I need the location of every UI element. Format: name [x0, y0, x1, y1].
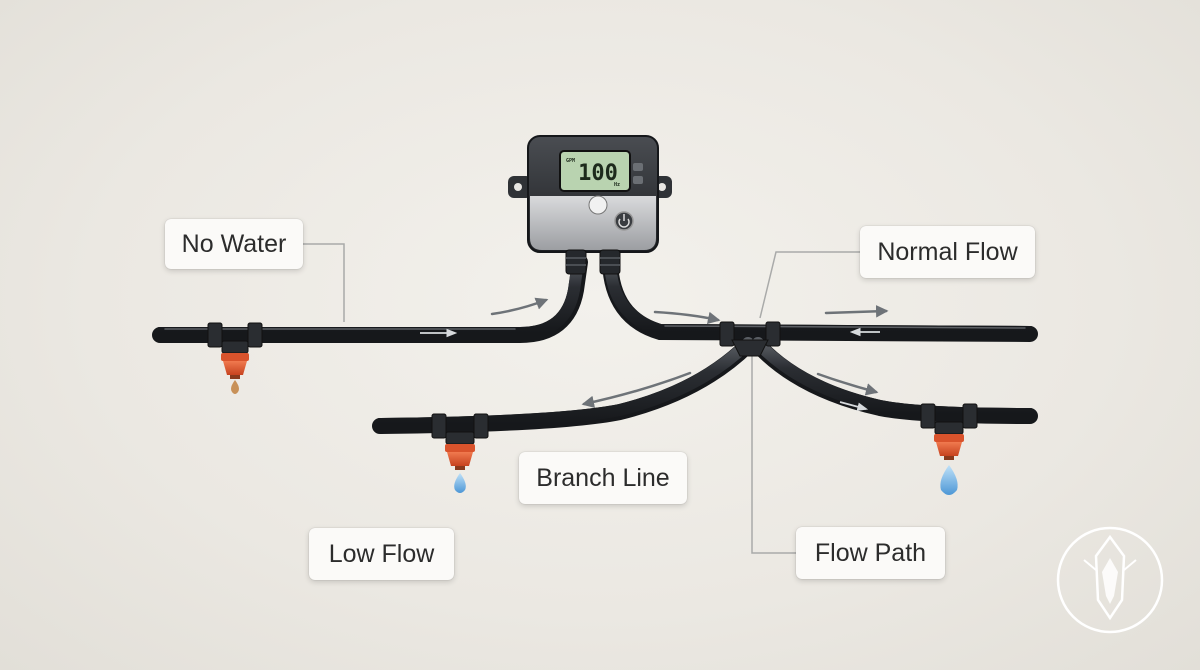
- pipe-arrows: [420, 327, 880, 411]
- lcd-unit-right: Hz: [614, 182, 620, 188]
- lcd-unit-left: GPM: [566, 158, 575, 164]
- branch-pipe-right-body: [752, 337, 1036, 420]
- main-pipe-left: [152, 254, 588, 343]
- label-normal-flow: Normal Flow: [860, 226, 1035, 278]
- logo-icon: [1056, 526, 1164, 634]
- arrow-icon: [824, 305, 889, 318]
- main-pipe-left-body: [154, 256, 584, 339]
- label-low-flow: Low Flow: [309, 528, 454, 580]
- label-no-water: No Water: [165, 219, 303, 269]
- water-drop-icon: [454, 473, 466, 493]
- tee-fitting-left: [207, 322, 223, 348]
- arrow-icon: [816, 372, 879, 396]
- tee-fitting-branch-right: [920, 403, 936, 429]
- water-drop-icon: [231, 380, 239, 394]
- arrow-icon: [581, 371, 692, 409]
- emitter-icon: [445, 444, 475, 470]
- arrow-icon: [490, 297, 549, 316]
- arrow-icon: [653, 310, 721, 325]
- leader-normal-flow: [759, 251, 860, 319]
- label-flow-path: Flow Path: [796, 527, 945, 579]
- emitter-icon: [221, 353, 249, 379]
- meter-round-button: [588, 195, 608, 215]
- meter-down-button: [633, 176, 643, 184]
- meter-up-button: [633, 163, 643, 171]
- lcd-display: [559, 150, 631, 192]
- lcd-reading: 100: [578, 161, 618, 186]
- fittings: [207, 321, 978, 445]
- tee-fitting-center: [719, 321, 735, 347]
- flow-meter-icon: 100 GPM Hz: [508, 135, 672, 275]
- leader-flow-path: [751, 350, 796, 554]
- tee-fitting-branch-left: [431, 413, 447, 439]
- emitter-icon: [934, 434, 964, 460]
- leader-lines: [303, 243, 860, 554]
- label-branch-line: Branch Line: [519, 452, 687, 504]
- branch-pipe-left-body: [374, 337, 754, 430]
- leader-no-water: [303, 243, 345, 322]
- water-drop-icon: [940, 465, 958, 495]
- flow-arrows: [490, 297, 889, 409]
